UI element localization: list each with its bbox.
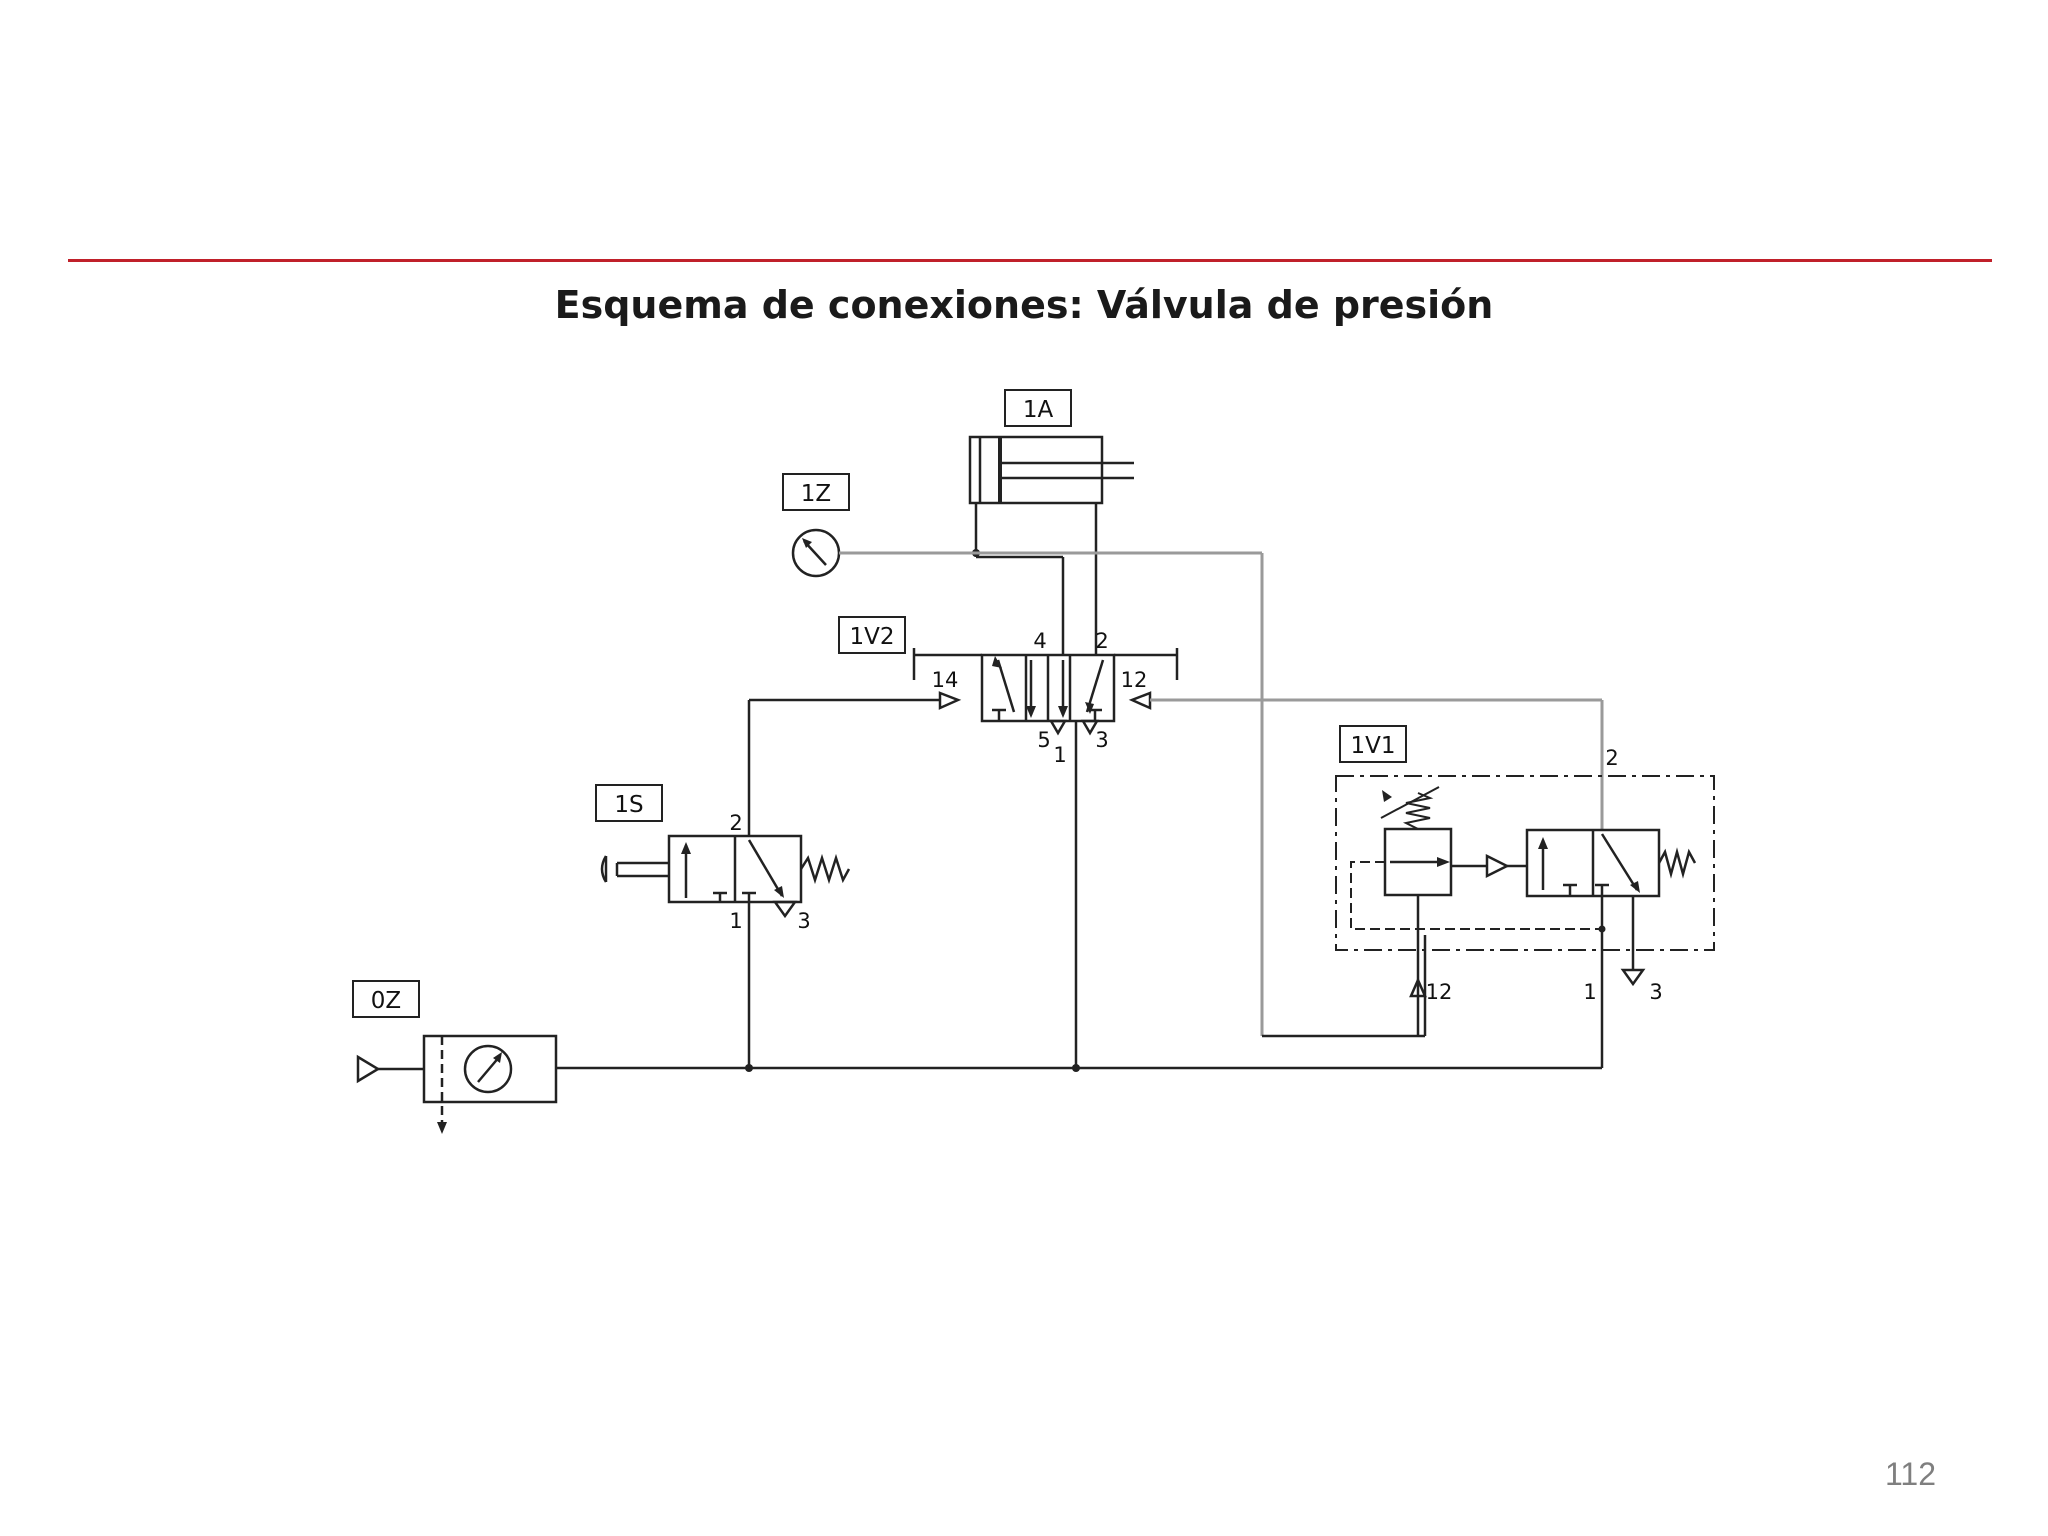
- tag-1s: 1S: [614, 792, 643, 818]
- port-2: 2: [1095, 629, 1108, 653]
- valve-1s: 1S 2 1 3: [595, 784, 851, 933]
- 1v1-port-12: 12: [1426, 980, 1453, 1004]
- tag-1v1: 1V1: [1350, 733, 1395, 759]
- tag-0z: 0Z: [371, 988, 401, 1014]
- tag-1a: 1A: [1023, 397, 1054, 423]
- port-1: 1: [1053, 743, 1066, 767]
- port-5: 5: [1037, 728, 1050, 752]
- 1s-port-3: 3: [797, 909, 810, 933]
- pilot-12-line: [1150, 698, 1604, 830]
- 1v1-port-1: 1: [1583, 980, 1596, 1004]
- page-title: Esquema de conexiones: Válvula de presió…: [554, 283, 1494, 327]
- valve-1v1: 1V1 2 12 1 3: [1335, 725, 1715, 1068]
- 1s-port-1: 1: [729, 909, 742, 933]
- port-4: 4: [1033, 629, 1046, 653]
- valve-1v2: 1V2 4 2 14 12 5 1 3: [838, 616, 1179, 767]
- 1s-port-2: 2: [729, 811, 742, 835]
- tag-1z: 1Z: [801, 481, 831, 507]
- cylinder-1a: 1A: [968, 389, 1134, 505]
- pilot-14-line: [747, 698, 940, 836]
- main-supply-line: [556, 1064, 1602, 1072]
- port-14: 14: [932, 668, 959, 692]
- gauge-pilot-line: [839, 551, 1264, 1036]
- gauge-1z: 1Z: [782, 473, 850, 578]
- 1v1-port-3: 3: [1649, 980, 1662, 1004]
- page-number: 112: [1884, 1456, 1936, 1492]
- header-rule: [68, 259, 1992, 262]
- 1v1-port-2: 2: [1605, 746, 1618, 770]
- service-unit-0z: 0Z: [352, 980, 558, 1134]
- port-12: 12: [1121, 668, 1148, 692]
- port-3: 3: [1095, 728, 1108, 752]
- tag-1v2: 1V2: [849, 624, 894, 650]
